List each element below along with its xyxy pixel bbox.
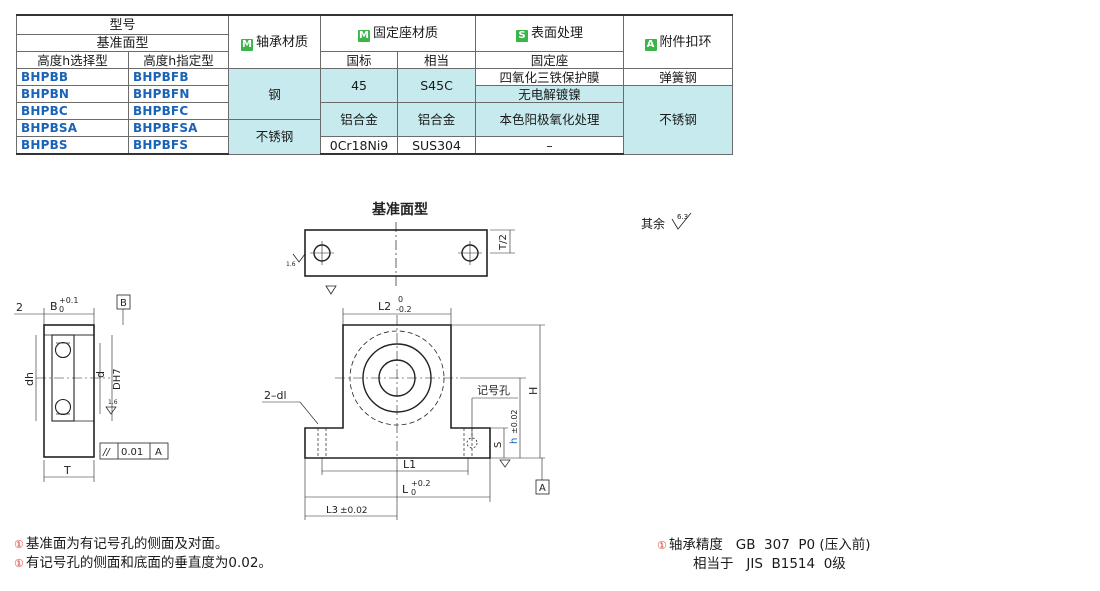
table-row: BHPBC BHPBFC 铝合金 铝合金 本色阳极氧化处理 (16, 102, 733, 137)
equivalent-label: 相当于 (693, 556, 734, 572)
std-sus-cell: 0Cr18Ni9 (320, 136, 399, 155)
eq-sus-cell: SUS304 (397, 136, 477, 155)
part-code[interactable]: BHPBB (16, 68, 129, 86)
parallel-datum: A (155, 447, 162, 458)
part-code[interactable]: BHPBFS (127, 136, 230, 155)
table-row: BHPBN BHPBFN 无电解镀镍 不锈钢 (16, 85, 734, 155)
part-code[interactable]: BHPBC (16, 102, 129, 120)
surface-anodize-cell: 本色阳极氧化处理 (475, 102, 625, 137)
roughness-label: 1.6 (108, 399, 118, 406)
material-tag-icon: M (241, 38, 253, 51)
part-code[interactable]: BHPBFSA (127, 119, 230, 137)
hole-label: 2–dl (264, 389, 287, 402)
datum-b-label: B (120, 298, 127, 309)
d-label: d (94, 371, 107, 378)
part-code[interactable]: BHPBFC (127, 102, 230, 120)
technical-drawing: 基准面型 T/2 1.6 dh (14, 201, 550, 520)
drawing-title: 基准面型 (372, 201, 428, 218)
b-label: B (50, 300, 58, 313)
t-label: T (63, 464, 71, 477)
top-view: T/2 1.6 (286, 222, 515, 295)
std-45-cell: 45 (320, 68, 399, 103)
equivalent-line: 相当于 JIS B1514 0级 (657, 555, 870, 574)
l-label: L (402, 483, 409, 496)
roughness-icon: 6.3 (671, 212, 692, 230)
l3-label: L3±0.02 (326, 505, 368, 516)
l-tol-lower: 0 (411, 488, 416, 497)
bearing-stainless-cell: 不锈钢 (228, 119, 322, 155)
dh-label: dh (23, 372, 36, 386)
table-row: BHPBB BHPBFB 钢 45 S45C 四氧化三铁保护膜 弹簧钢 (16, 68, 734, 120)
ring-stainless-cell: 不锈钢 (623, 85, 734, 155)
table-row: BHPBSA BHPBFSA 不锈钢 (16, 119, 733, 155)
equivalent-value: JIS B1514 0级 (746, 556, 846, 572)
mark-hole-label: 记号孔 (477, 384, 510, 397)
dh7-label: DH7 (112, 368, 123, 390)
part-code[interactable]: BHPBFN (127, 85, 230, 103)
std-aluminum-cell: 铝合金 (320, 102, 399, 137)
part-code[interactable]: BHPBS (16, 136, 129, 155)
roughness-value: 6.3 (677, 213, 688, 221)
h-label: H (527, 387, 540, 395)
other-roughness-note: 其余 6.3 (641, 212, 695, 232)
l2-label: L2 (378, 300, 391, 313)
part-code[interactable]: BHPBFB (127, 68, 230, 86)
surface-nickel-cell: 无电解镀镍 (475, 85, 625, 103)
ring-spring-steel-cell: 弹簧钢 (623, 68, 734, 86)
standard-header: 国标 (320, 51, 399, 69)
equivalent-header: 相当 (397, 51, 477, 69)
part-code[interactable]: BHPBSA (16, 119, 129, 137)
table-row: BHPBS BHPBFS 0Cr18Ni9 SUS304 – (16, 136, 733, 155)
reference-type-header: 基准面型 (15, 34, 230, 52)
b-tol-upper: +0.1 (59, 296, 78, 305)
eq-aluminum-cell: 铝合金 (397, 102, 477, 137)
t-half-label: T/2 (498, 234, 509, 251)
l2-tol-upper: 0 (398, 295, 403, 304)
surface-black-oxide-cell: 四氧化三铁保护膜 (475, 68, 625, 86)
part-code[interactable]: BHPBN (16, 85, 129, 103)
bearing-steel-cell: 钢 (228, 68, 322, 120)
b-tol-lower: 0 (59, 305, 64, 314)
attachment-tag-icon: A (644, 38, 657, 51)
side-view: dh d DH7 B +0.1 0 2 B 1.6 // 0.01 A T (14, 294, 169, 482)
l1-label: L1 (403, 458, 416, 471)
parallel-symbol: // (102, 447, 111, 458)
note-mark-icon: ① (14, 557, 24, 570)
note-mark-icon: ① (14, 538, 24, 551)
h-small-label: h (509, 438, 520, 444)
accuracy-value: GB 307 P0 (压入前) (735, 537, 871, 553)
eq-s45c-cell: S45C (397, 68, 477, 103)
model-header: 型号 (15, 14, 230, 35)
two-label: 2 (16, 301, 23, 314)
parallel-value: 0.01 (121, 447, 143, 458)
l2-tol-lower: -0.2 (396, 305, 412, 314)
note-mark-icon: ① (657, 539, 667, 552)
height-select-header: 高度h选择型 (16, 51, 129, 69)
s-label: S (493, 442, 504, 448)
surface-none-cell: – (475, 136, 625, 155)
roughness-label: 1.6 (286, 261, 296, 268)
other-label: 其余 (641, 217, 666, 231)
fixed-seat-header: 固定座 (475, 51, 625, 69)
surface-tag-icon: S (516, 30, 529, 42)
h-tol-label: ±0.02 (510, 409, 519, 434)
material-tag-icon: M (358, 30, 371, 42)
front-view: L2 0 -0.2 2–dl 记号孔 H h ±0.02 S A L1 (262, 295, 550, 520)
datum-a-label: A (539, 483, 546, 494)
l-tol-upper: +0.2 (411, 479, 430, 488)
height-specify-header: 高度h指定型 (127, 51, 230, 69)
accuracy-label: 轴承精度 (668, 537, 723, 553)
